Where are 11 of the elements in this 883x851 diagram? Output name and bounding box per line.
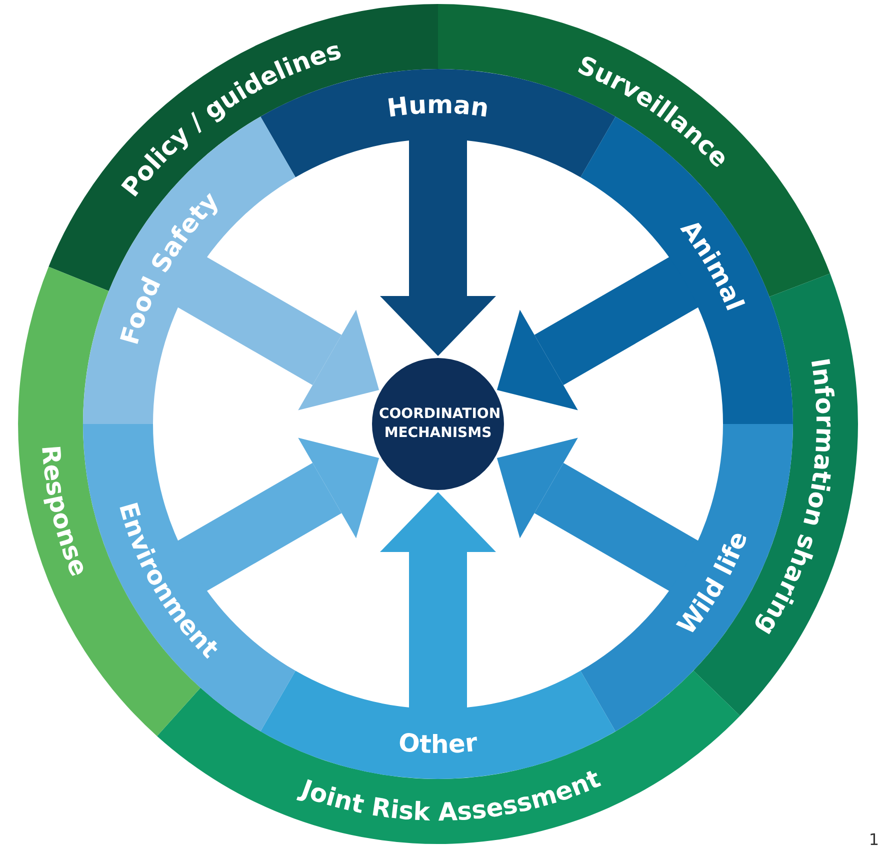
arrow	[176, 256, 380, 410]
arrow	[380, 492, 496, 710]
segment-label: Human	[386, 90, 491, 123]
segment-label: Other	[397, 728, 479, 760]
arrow	[496, 256, 700, 410]
sector-band	[83, 424, 296, 732]
center-label: COORDINATION MECHANISMS	[379, 405, 497, 443]
arrow	[176, 438, 380, 592]
ring-segment	[157, 670, 740, 844]
arrow	[496, 438, 700, 592]
page-number: 1	[868, 830, 879, 849]
